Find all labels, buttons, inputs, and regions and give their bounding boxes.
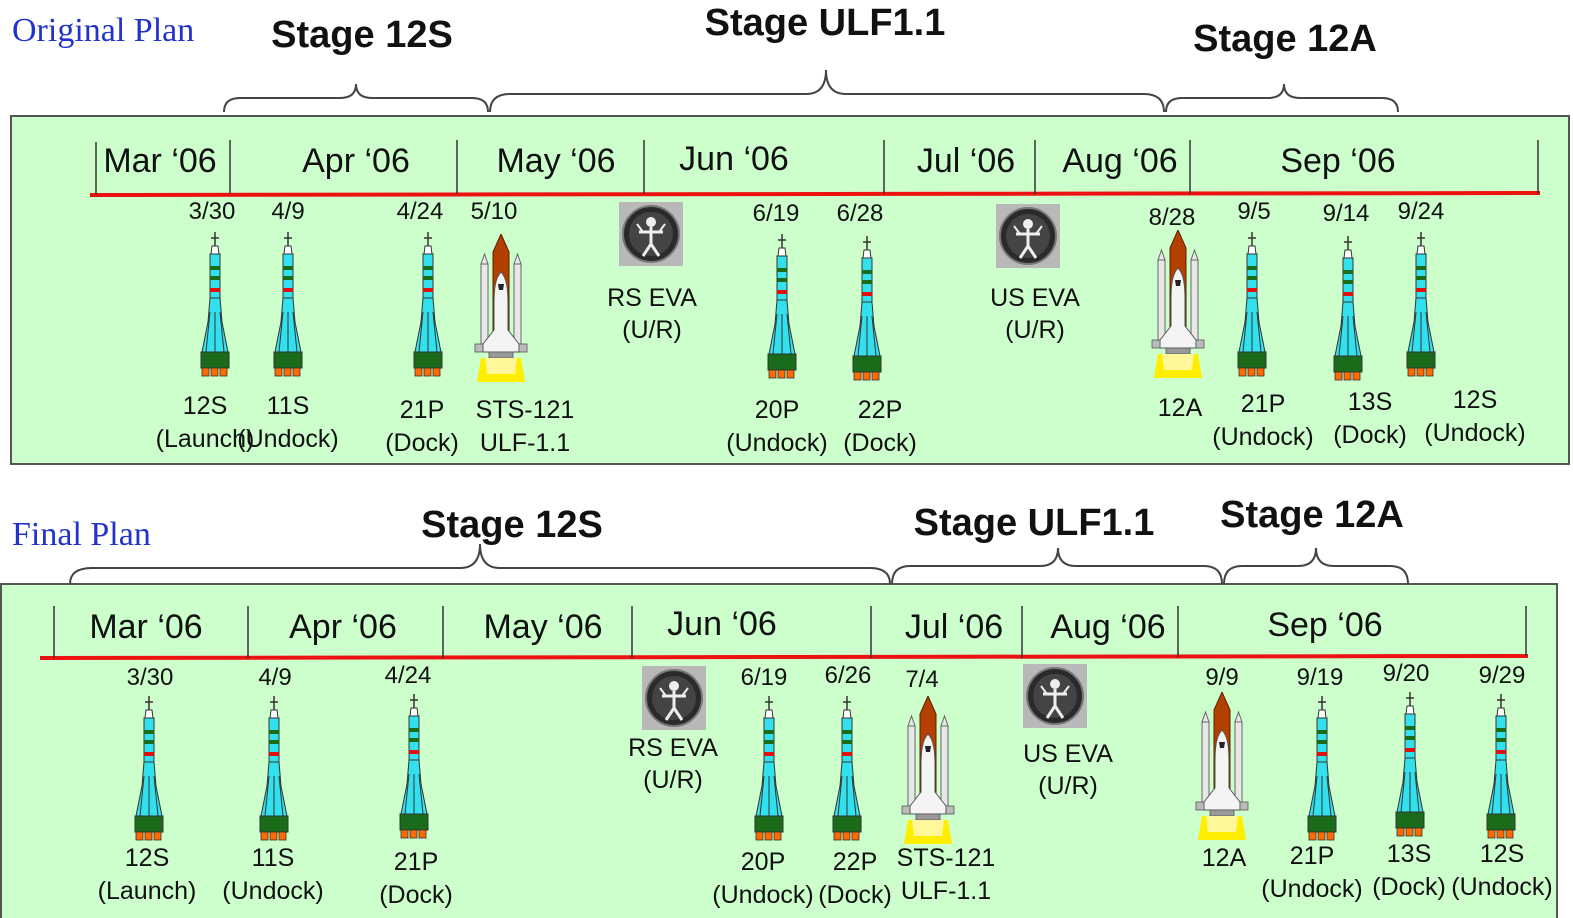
final-plan-label: Final Plan <box>12 516 151 554</box>
soyuz-rocket-icon <box>767 234 797 384</box>
event-label: 11S(Undock) <box>237 390 338 456</box>
event-date: 7/4 <box>905 666 938 694</box>
event-label: 12S(Launch) <box>98 842 197 908</box>
space-shuttle-icon <box>898 696 958 846</box>
stage-label-ulf11: Stage ULF1.1 <box>705 2 946 45</box>
stage-label-12s: Stage 12S <box>421 504 603 547</box>
space-shuttle-icon <box>1192 692 1252 842</box>
soyuz-rocket-icon <box>1307 696 1337 846</box>
event-date: 9/20 <box>1383 660 1430 688</box>
soyuz-rocket-icon <box>1333 236 1363 386</box>
event-date: 4/9 <box>271 198 304 226</box>
event-date: 3/30 <box>127 664 174 692</box>
event-label: 12A <box>1158 392 1202 425</box>
soyuz-rocket-icon <box>200 232 230 382</box>
eva-patch-icon <box>619 202 683 266</box>
soyuz-rocket-icon <box>754 696 784 846</box>
event-date: 6/19 <box>741 664 788 692</box>
soyuz-rocket-icon <box>399 694 429 844</box>
soyuz-rocket-icon <box>852 236 882 386</box>
month-jul: Jul ‘06 <box>905 608 1003 647</box>
soyuz-rocket-icon <box>1406 232 1436 382</box>
month-sep: Sep ‘06 <box>1280 142 1395 181</box>
event-label: RS EVA(U/R) <box>607 282 697 346</box>
month-aug: Aug ‘06 <box>1050 608 1165 647</box>
event-date: 6/26 <box>825 662 872 690</box>
event-label: 12S(Undock) <box>1424 384 1525 450</box>
event-label: 21P(Dock) <box>385 394 459 460</box>
month-jun: Jun ‘06 <box>679 140 789 179</box>
soyuz-rocket-icon <box>259 696 289 846</box>
month-jun: Jun ‘06 <box>667 605 777 644</box>
space-shuttle-icon <box>1148 230 1208 380</box>
event-date: 9/9 <box>1205 664 1238 692</box>
event-date: 4/9 <box>258 664 291 692</box>
event-date: 9/14 <box>1323 200 1370 228</box>
month-mar: Mar ‘06 <box>103 142 216 181</box>
month-apr: Apr ‘06 <box>302 142 410 181</box>
event-label: 22P(Dock) <box>843 394 917 460</box>
event-label: 11S(Undock) <box>222 842 323 908</box>
event-label: 12S(Undock) <box>1451 838 1552 904</box>
eva-patch-icon <box>996 204 1060 268</box>
space-shuttle-icon <box>471 234 531 384</box>
soyuz-rocket-icon <box>413 232 443 382</box>
stage-label-12a: Stage 12A <box>1220 494 1404 537</box>
event-date: 9/24 <box>1398 198 1445 226</box>
event-label: 13S(Dock) <box>1372 838 1446 904</box>
eva-patch-icon <box>642 666 706 730</box>
event-label: 21P(Undock) <box>1212 388 1313 454</box>
event-date: 9/19 <box>1297 664 1344 692</box>
soyuz-rocket-icon <box>273 232 303 382</box>
event-label: 21P(Undock) <box>1261 840 1362 906</box>
event-label: 13S(Dock) <box>1333 386 1407 452</box>
event-label: 22P(Dock) <box>818 846 892 912</box>
event-date: 9/29 <box>1479 662 1526 690</box>
stage-label-12s: Stage 12S <box>271 14 453 57</box>
month-mar: Mar ‘06 <box>89 608 202 647</box>
stage-label-12a: Stage 12A <box>1193 18 1377 61</box>
event-date: 8/28 <box>1149 204 1196 232</box>
soyuz-rocket-icon <box>1237 232 1267 382</box>
eva-patch-icon <box>1023 664 1087 728</box>
event-label: US EVA(U/R) <box>1023 738 1113 802</box>
event-date: 9/5 <box>1237 198 1270 226</box>
event-date: 4/24 <box>397 198 444 226</box>
event-label: 20P(Undock) <box>712 846 813 912</box>
event-date: 5/10 <box>471 198 518 226</box>
event-date: 3/30 <box>189 198 236 226</box>
month-may: May ‘06 <box>483 608 602 647</box>
month-aug: Aug ‘06 <box>1062 142 1177 181</box>
month-apr: Apr ‘06 <box>289 608 397 647</box>
event-label: 20P(Undock) <box>726 394 827 460</box>
event-date: 4/24 <box>385 662 432 690</box>
month-may: May ‘06 <box>496 142 615 181</box>
soyuz-rocket-icon <box>1395 692 1425 842</box>
event-label: RS EVA(U/R) <box>628 732 718 796</box>
stage-label-ulf11: Stage ULF1.1 <box>914 502 1155 545</box>
event-label: 12A <box>1202 842 1246 875</box>
event-label: US EVA(U/R) <box>990 282 1080 346</box>
soyuz-rocket-icon <box>832 696 862 846</box>
soyuz-rocket-icon <box>1486 694 1516 844</box>
soyuz-rocket-icon <box>134 696 164 846</box>
event-date: 6/28 <box>837 200 884 228</box>
event-label: 21P(Dock) <box>379 846 453 912</box>
event-date: 6/19 <box>753 200 800 228</box>
month-jul: Jul ‘06 <box>917 142 1015 181</box>
original-plan-label: Original Plan <box>12 12 194 50</box>
month-sep: Sep ‘06 <box>1267 606 1382 645</box>
